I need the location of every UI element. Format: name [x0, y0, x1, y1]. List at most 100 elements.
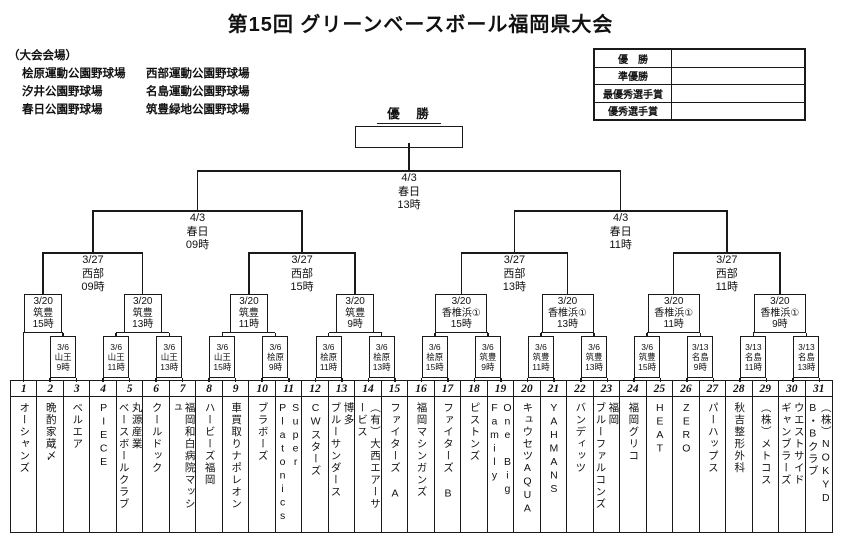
team-number: 11: [276, 381, 303, 396]
match-date: 3/20: [345, 295, 365, 307]
champion-block: 優 勝: [355, 103, 464, 148]
match-date: 3/20: [557, 295, 578, 307]
team-name: パーハップス: [706, 402, 719, 474]
match-time: 13時: [372, 362, 391, 372]
bracket-line: [248, 252, 356, 254]
match-date: 3/20: [33, 295, 53, 307]
bracket-line: [394, 378, 396, 382]
team-name: オーシャンズ: [18, 402, 31, 474]
match-venue: 香椎浜①: [441, 307, 481, 319]
bracket-line: [181, 378, 184, 382]
match-venue: 春日: [609, 225, 632, 238]
bracket-line: [473, 378, 476, 382]
bracket-line: [779, 252, 781, 294]
team-number: 7: [170, 381, 197, 396]
match-time: 15時: [638, 362, 657, 372]
bracket-line: [155, 378, 157, 382]
bracket-line: [526, 378, 529, 382]
venue-name: 春日公園野球場: [22, 104, 103, 116]
bracket-line: [92, 210, 94, 252]
match-time: 13時: [160, 362, 179, 372]
bracket-line: [62, 333, 64, 336]
match-venue: 春日: [398, 185, 421, 198]
team-name: 博多 ブルーサンダース: [329, 402, 355, 498]
team-cell: オーシャンズ: [11, 397, 38, 532]
match-date: 3/13: [745, 341, 762, 352]
match-time: 13時: [502, 281, 527, 293]
team-cell: キュウセツAQUA: [514, 397, 541, 532]
match-time: 13時: [585, 362, 604, 372]
team-name: キュウセツAQUA: [521, 402, 534, 516]
bracket-line: [805, 333, 808, 336]
award-row: 優 勝: [593, 48, 806, 68]
team-name: One Big Family: [488, 402, 514, 497]
match-date: 3/6: [535, 341, 547, 352]
venue-row: 春日公園野球場 筑豊緑地公園野球場: [8, 101, 250, 119]
match-date: 3/6: [481, 341, 494, 352]
bracket-line: [818, 378, 821, 382]
team-name: ZERO: [680, 402, 693, 456]
team-name: （株）NOKYD B・Bクラブ: [806, 402, 832, 506]
match-date: 3/20: [133, 295, 153, 307]
match-venue: 西部: [81, 267, 104, 280]
venue-name: 筑豊緑地公園野球場: [146, 104, 250, 116]
team-cell: ハービーズ福岡: [196, 397, 223, 532]
bracket-line: [274, 333, 277, 336]
match-time: 11時: [107, 362, 125, 372]
team-number: 21: [541, 381, 568, 396]
match-time: 09時: [185, 239, 210, 251]
team-cell: ベルエア: [64, 397, 91, 532]
team-name: 福岡 ブルーファルコンズ: [594, 402, 620, 510]
team-cell: 丸源産業 ベースボールクラブ: [117, 397, 144, 532]
champion-label: 優 勝: [377, 103, 441, 124]
bracket-line: [593, 333, 595, 336]
team-name: 丸源産業 ベースボールクラブ: [117, 402, 143, 510]
team-cell: （株）メトコス: [753, 397, 780, 532]
match-time: 11時: [532, 362, 550, 372]
team-number: 2: [37, 381, 64, 396]
bracket-line: [288, 378, 290, 382]
match-venue: 桧原: [320, 351, 338, 362]
match-venue: 筑豊: [532, 351, 550, 362]
team-number: 24: [620, 381, 647, 396]
match-date: 3/6: [57, 341, 69, 352]
bracket-line: [461, 252, 568, 254]
match-venue: 春日: [186, 225, 209, 238]
bracket-line: [115, 333, 117, 336]
bracket-line: [619, 170, 622, 210]
team-name: （株）メトコス: [759, 402, 772, 486]
bracket-line: [197, 170, 621, 172]
page-title: 第15回 グリーンベースボール福岡県大会: [227, 14, 614, 36]
match-time: 15時: [32, 319, 54, 331]
match-venue: 筑豊: [33, 307, 54, 319]
award-label: 優 勝: [593, 48, 672, 68]
team-number: 10: [249, 381, 276, 396]
bracket-line: [301, 210, 303, 252]
team-number: 16: [408, 381, 435, 396]
team-name: （有）大西エアーサ ービス: [356, 402, 382, 510]
match-date: 3/27: [503, 254, 526, 266]
match-date: 3/6: [588, 341, 600, 352]
team-cell: 福岡グリコ: [620, 397, 647, 532]
match-time: 09時: [81, 281, 105, 293]
team-cell: 秋吉整形外科: [726, 397, 753, 532]
bracket-line: [460, 252, 463, 294]
match-time: 9時: [481, 362, 495, 372]
match-venue: 名島: [797, 351, 815, 362]
team-number: 14: [355, 381, 382, 396]
bracket-line: [514, 210, 727, 212]
match-date: 3/20: [770, 295, 790, 307]
match-date: 3/27: [716, 254, 738, 266]
